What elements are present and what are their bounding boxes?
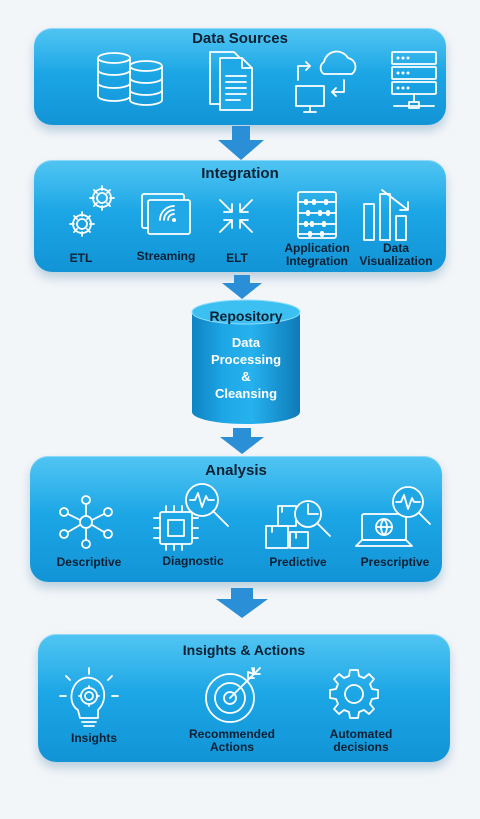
network-icon xyxy=(56,492,116,552)
chip-magnifier-icon xyxy=(150,478,234,554)
integration-panel: Integration ETL Streaming xyxy=(34,160,446,272)
repository-cylinder: Repository Data Processing & Cleansing xyxy=(190,298,302,426)
arrows-inward-icon xyxy=(216,196,256,236)
repository-title: Repository xyxy=(209,308,283,324)
documents-icon xyxy=(206,48,262,112)
abacus-icon xyxy=(296,190,338,240)
streaming-label: Streaming xyxy=(136,249,196,263)
diagnostic-label: Diagnostic xyxy=(162,554,224,568)
gears-icon xyxy=(64,182,120,244)
recommended-actions-label: Recommended Actions xyxy=(188,727,276,754)
flow-arrow-down xyxy=(222,275,262,299)
data-sources-panel: Data Sources xyxy=(34,28,446,125)
streaming-icon xyxy=(140,192,191,235)
bar-chart-icon xyxy=(360,186,418,242)
lightbulb-gear-icon xyxy=(58,664,122,730)
application-integration-label: Application Integration xyxy=(284,241,350,268)
integration-title: Integration xyxy=(201,165,279,182)
laptop-magnifier-icon xyxy=(354,482,434,552)
database-icon xyxy=(94,50,166,110)
data-visualization-label: Data Visualization xyxy=(359,241,433,268)
automated-decisions-label: Automated decisions xyxy=(329,727,393,754)
insights-actions-panel: Insights & Actions Insights xyxy=(38,634,450,762)
analysis-panel: Analysis Descriptive Diagnostic xyxy=(30,456,442,582)
elt-label: ELT xyxy=(226,251,248,265)
etl-label: ETL xyxy=(69,251,93,265)
descriptive-label: Descriptive xyxy=(56,555,122,569)
prescriptive-label: Prescriptive xyxy=(360,555,430,569)
analysis-title: Analysis xyxy=(205,462,267,479)
boxes-magnifier-icon xyxy=(262,494,334,554)
flow-arrow-down xyxy=(220,428,264,454)
repository-text: Data Processing & Cleansing xyxy=(210,335,282,401)
predictive-label: Predictive xyxy=(269,555,327,569)
cloud-sync-computer-icon xyxy=(290,48,360,114)
gear-icon xyxy=(326,666,382,722)
data-sources-title: Data Sources xyxy=(192,30,288,47)
target-icon xyxy=(202,664,264,726)
insights-actions-title: Insights & Actions xyxy=(182,642,306,658)
flow-arrow-down xyxy=(218,126,264,160)
insights-label: Insights xyxy=(70,731,117,745)
flow-arrow-down xyxy=(216,588,268,618)
server-network-icon xyxy=(388,50,440,112)
